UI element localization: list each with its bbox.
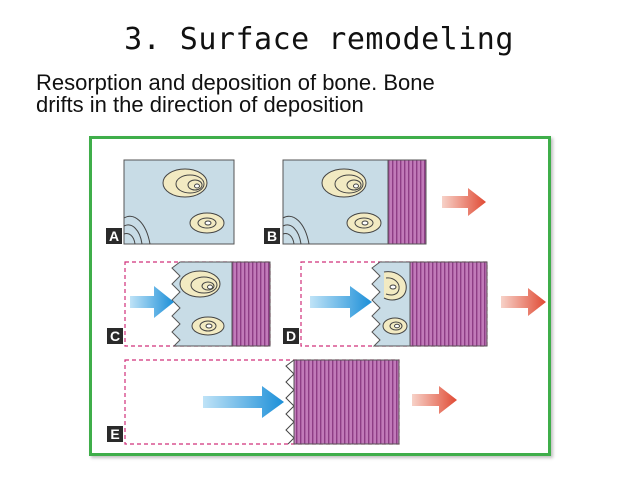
- drift-arrow-d: [501, 288, 546, 316]
- osteon-small-a: [189, 212, 225, 234]
- slide-title: 3. Surface remodeling: [124, 22, 514, 57]
- panel-d: [300, 261, 546, 347]
- lamellae-corner-b: [282, 215, 310, 245]
- panel-label-b: B: [264, 228, 280, 244]
- subtitle-line-1: Resorption and deposition of bone. Bone: [36, 70, 435, 95]
- panel-label-e: E: [107, 426, 123, 442]
- osteon-small-d: [382, 317, 408, 335]
- resorption-arrow-e: [203, 386, 284, 418]
- deposition-layer-c: [231, 261, 271, 347]
- slide-subtitle: Resorption and deposition of bone. Bone …: [36, 72, 616, 116]
- deposition-layer-e: [293, 359, 400, 445]
- drift-arrow-b: [442, 188, 486, 216]
- panel-label-d: D: [283, 328, 299, 344]
- panel-a: [123, 159, 235, 245]
- osteon-small-b: [346, 212, 382, 234]
- panel-e: [124, 359, 457, 445]
- deposition-layer-d: [409, 261, 488, 347]
- resorption-front-e: [285, 359, 295, 445]
- panel-c: [124, 261, 271, 347]
- deposition-layer-b: [387, 159, 427, 245]
- panel-label-c: C: [107, 328, 123, 344]
- lamellae-corner-a: [123, 215, 151, 245]
- osteon-large-d: [383, 271, 407, 301]
- panel-b: [282, 159, 486, 245]
- panel-label-a: A: [106, 228, 122, 244]
- osteon-small-c: [191, 316, 225, 336]
- drift-arrow-e: [412, 386, 457, 414]
- subtitle-line-2: drifts in the direction of deposition: [36, 92, 364, 117]
- resorption-arrow-d: [310, 286, 372, 318]
- resorption-arrow-c: [130, 286, 174, 318]
- osteon-large-b: [321, 168, 367, 198]
- osteon-large-a: [162, 168, 208, 198]
- osteon-large-c: [179, 270, 221, 298]
